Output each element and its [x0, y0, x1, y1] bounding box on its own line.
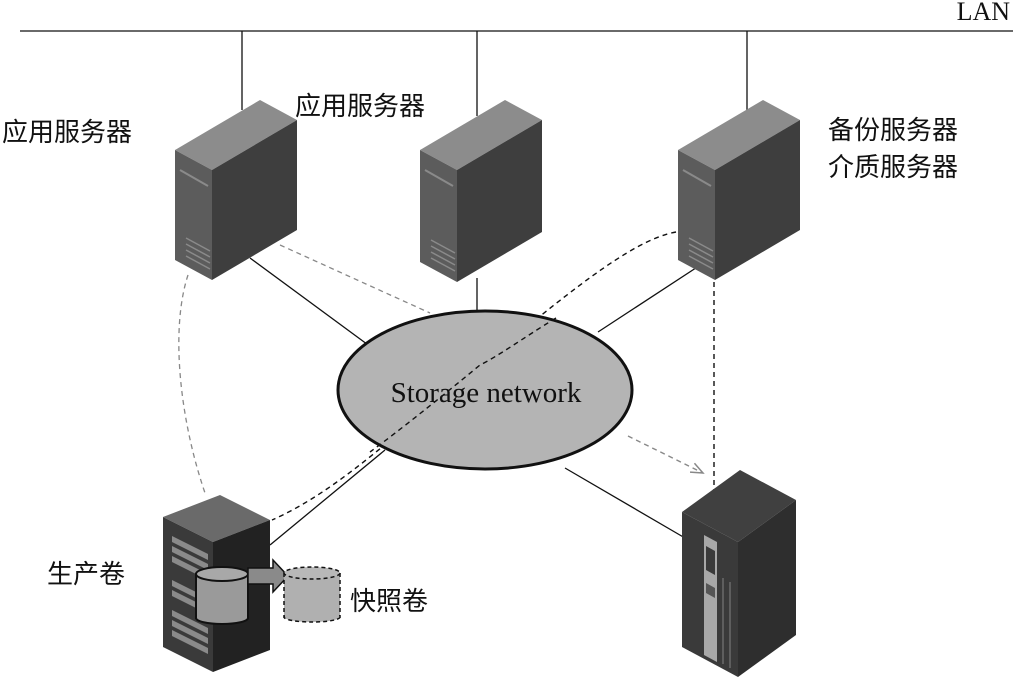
- library-door-lines: [722, 578, 731, 668]
- rack-top-face: [163, 495, 270, 542]
- lan-label: LAN: [957, 0, 1011, 26]
- library-top-face: [682, 470, 796, 542]
- server-vent-lines: [185, 237, 211, 270]
- library-panel-display: [706, 583, 715, 598]
- server-top-face: [420, 100, 542, 170]
- backup-server-label-line1: 备份服务器: [828, 116, 958, 146]
- server-side-face: [715, 120, 800, 280]
- dashed-backup-to-production-overlay: [369, 317, 557, 453]
- link-backup-server-to-network: [597, 261, 706, 333]
- link-app-server-1-to-network: [249, 257, 376, 351]
- library-side-face: [738, 500, 796, 677]
- cylinder-top: [195, 566, 249, 582]
- snapshot-volume-label: 快照卷: [350, 587, 428, 617]
- app-server-2: [420, 100, 542, 282]
- production-volume-cylinder: [195, 566, 249, 625]
- server-side-face: [457, 120, 542, 282]
- library-panel-window: [706, 546, 715, 575]
- snapshot-volume-cylinder: [283, 566, 341, 623]
- backup-server-label-line2: 介质服务器: [828, 153, 958, 183]
- dashed-app-server-1-to-network: [279, 244, 431, 314]
- server-vent-lines: [430, 239, 456, 272]
- server-top-face: [175, 100, 297, 170]
- snapshot-cylinder-top: [283, 566, 341, 580]
- app-server-1-label: 应用服务器: [2, 118, 132, 148]
- server-bay-line: [682, 169, 712, 187]
- link-network-to-production-storage: [269, 449, 386, 546]
- link-network-to-tape-library: [564, 467, 686, 539]
- storage-network-label: Storage network: [391, 377, 582, 409]
- server-top-face: [678, 100, 800, 170]
- dashed-app-server-1-to-production: [178, 274, 206, 494]
- server-bay-line: [179, 169, 209, 187]
- app-server-1: [175, 100, 297, 280]
- storage-network-ellipse: [336, 309, 634, 471]
- dashed-network-to-tape-arrow: [627, 435, 705, 474]
- storage-network: Storage network: [336, 309, 634, 471]
- app-server-2-label: 应用服务器: [295, 92, 425, 122]
- server-side-face: [212, 120, 297, 280]
- tape-library: [682, 470, 796, 677]
- server-bay-line: [424, 169, 454, 187]
- server-vent-lines: [688, 237, 714, 270]
- backup-media-server: [678, 100, 800, 280]
- snapshot-copy-arrow: [247, 558, 290, 594]
- production-volume-label: 生产卷: [47, 560, 125, 590]
